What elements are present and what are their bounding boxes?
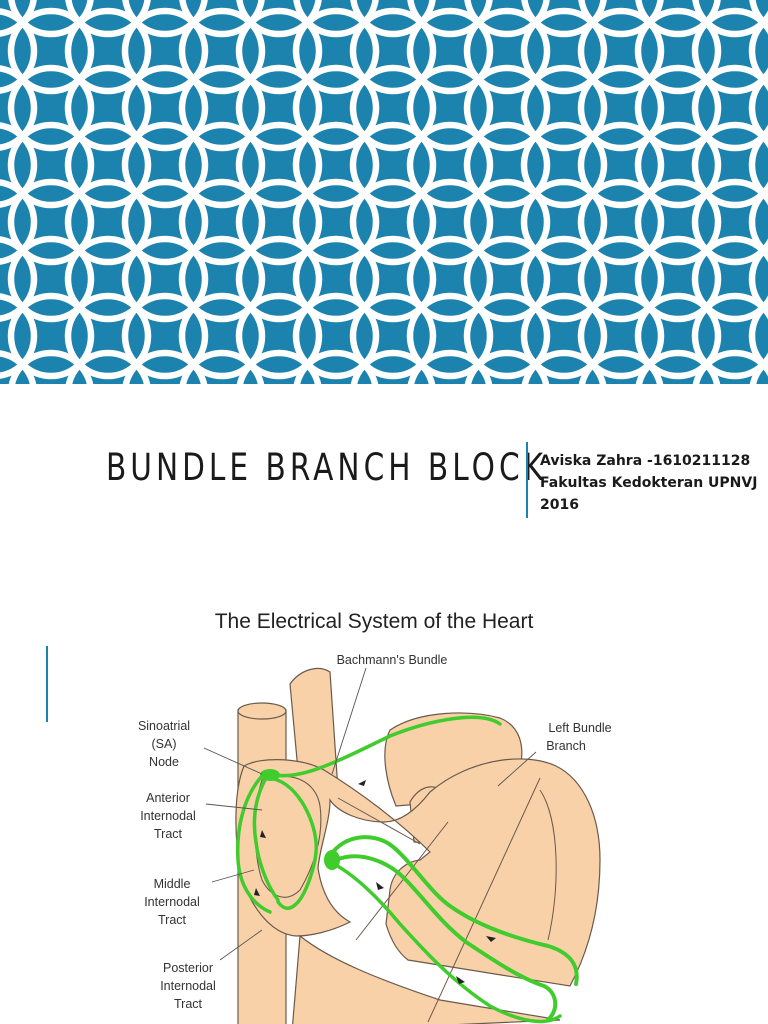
label-left-bundle-2: Branch bbox=[546, 739, 586, 753]
arrow-5 bbox=[486, 936, 496, 942]
arrow-1 bbox=[358, 780, 366, 786]
arrow-6 bbox=[456, 976, 465, 984]
arrow-4 bbox=[376, 882, 384, 890]
label-middle-2: Internodal bbox=[144, 895, 200, 909]
label-posterior-3: Tract bbox=[174, 997, 203, 1011]
anterior-internodal-path bbox=[266, 776, 318, 910]
slide-title: BUNDLE BRANCH BLOCK bbox=[106, 446, 548, 489]
leader-left-bundle bbox=[497, 751, 537, 787]
posterior-internodal-path bbox=[235, 774, 272, 914]
ventricle-line bbox=[427, 777, 541, 1023]
decorative-pattern bbox=[0, 0, 768, 384]
title-divider bbox=[526, 442, 528, 518]
label-left-bundle-1: Left Bundle bbox=[548, 721, 611, 735]
label-middle-3: Tract bbox=[158, 913, 187, 927]
label-sa-1: Sinoatrial bbox=[138, 719, 190, 733]
av-node bbox=[324, 850, 340, 870]
accent-bar bbox=[46, 646, 48, 722]
middle-internodal-path bbox=[252, 776, 280, 902]
arrow-2 bbox=[260, 830, 266, 838]
label-sa-3: Node bbox=[149, 755, 179, 769]
year: 2016 bbox=[540, 497, 579, 513]
right-bundle-branch-path bbox=[332, 862, 562, 1024]
label-posterior-1: Posterior bbox=[163, 961, 213, 975]
author-block: Aviska Zahra -1610211128 Fakultas Kedokt… bbox=[540, 450, 757, 516]
title-slide: BUNDLE BRANCH BLOCK Aviska Zahra -161021… bbox=[0, 0, 768, 518]
label-bachmann: Bachmann's Bundle bbox=[337, 653, 448, 667]
label-sa-2: (SA) bbox=[152, 737, 177, 751]
direction-arrows bbox=[254, 780, 496, 984]
leader-sa bbox=[203, 747, 263, 775]
ventricle-line-2 bbox=[539, 789, 557, 941]
leader-lines bbox=[203, 667, 537, 961]
label-anterior-1: Anterior bbox=[146, 791, 190, 805]
heart-conduction-diagram: The Electrical System of the Heart bbox=[138, 610, 612, 1024]
label-anterior-2: Internodal bbox=[140, 809, 196, 823]
leader-anterior bbox=[205, 803, 263, 811]
sa-node bbox=[260, 769, 280, 781]
diagram-title: The Electrical System of the Heart bbox=[215, 610, 534, 633]
vena-cava-opening bbox=[237, 702, 287, 720]
label-anterior-3: Tract bbox=[154, 827, 183, 841]
leader-bachmann bbox=[331, 667, 367, 775]
bachmann-bundle-path bbox=[268, 715, 502, 778]
label-posterior-2: Internodal bbox=[160, 979, 216, 993]
lower-heart bbox=[292, 934, 561, 1024]
label-middle-1: Middle bbox=[154, 877, 191, 891]
valve-line bbox=[337, 797, 421, 845]
left-bundle-branch-path bbox=[334, 854, 558, 1022]
his-bundle-path bbox=[328, 835, 579, 986]
conduction-system bbox=[235, 715, 579, 1024]
septum-line bbox=[355, 821, 449, 941]
diagram-labels: Bachmann's Bundle Left Bundle Branch Sin… bbox=[138, 653, 612, 1011]
arrow-3 bbox=[254, 888, 260, 896]
leader-middle bbox=[211, 869, 255, 883]
institution: Fakultas Kedokteran UPNVJ bbox=[540, 475, 758, 491]
diagram-slide: The Electrical System of the Heart bbox=[0, 560, 768, 1024]
aorta bbox=[289, 667, 339, 793]
author-name: Aviska Zahra -1610211128 bbox=[540, 453, 751, 469]
leader-posterior bbox=[219, 929, 263, 961]
